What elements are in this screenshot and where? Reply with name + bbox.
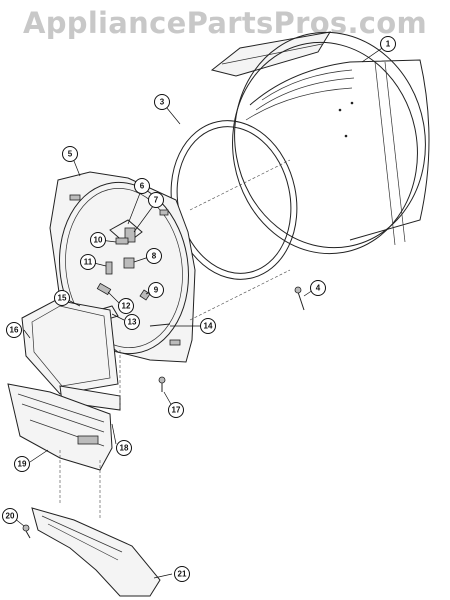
callout-19: 19 xyxy=(14,456,30,472)
callout-16: 16 xyxy=(6,322,22,338)
switch-assembly-part xyxy=(109,219,143,269)
lint-screen-part xyxy=(21,299,119,395)
callout-14: 14 xyxy=(200,318,216,334)
callout-label: 18 xyxy=(120,444,129,453)
callout-label: 3 xyxy=(160,98,165,107)
callout-6: 6 xyxy=(134,178,150,194)
callout-label: 21 xyxy=(178,570,187,579)
screw-part-20 xyxy=(22,524,31,539)
screw-part-4 xyxy=(294,286,305,311)
screws-parts xyxy=(149,323,171,392)
callout-15: 15 xyxy=(54,290,70,306)
callout-label: 6 xyxy=(140,182,145,191)
callout-label: 9 xyxy=(154,286,159,295)
callout-label: 17 xyxy=(172,406,181,415)
callout-label: 13 xyxy=(128,318,137,327)
assembly-guide-lines xyxy=(59,159,291,520)
callout-label: 11 xyxy=(84,258,93,267)
callout-17: 17 xyxy=(168,402,184,418)
callout-18: 18 xyxy=(116,440,132,456)
callout-label: 8 xyxy=(152,252,157,261)
callout-label: 12 xyxy=(122,302,131,311)
callout-label: 7 xyxy=(154,196,159,205)
exhaust-duct-part xyxy=(31,507,161,597)
callout-4: 4 xyxy=(310,280,326,296)
callout-label: 1 xyxy=(386,40,391,49)
callout-20: 20 xyxy=(2,508,18,524)
callout-10: 10 xyxy=(90,232,106,248)
callout-label: 10 xyxy=(94,236,103,245)
callout-label: 15 xyxy=(58,294,67,303)
callout-11: 11 xyxy=(80,254,96,270)
callout-label: 16 xyxy=(10,326,19,335)
drum-part xyxy=(210,31,430,255)
callout-8: 8 xyxy=(146,248,162,264)
callout-9: 9 xyxy=(148,282,164,298)
callout-label: 14 xyxy=(204,322,213,331)
callout-label: 19 xyxy=(18,460,27,469)
callout-21: 21 xyxy=(174,566,190,582)
callout-1: 1 xyxy=(380,36,396,52)
callout-label: 4 xyxy=(316,284,321,293)
callout-3: 3 xyxy=(154,94,170,110)
callout-13: 13 xyxy=(124,314,140,330)
callout-7: 7 xyxy=(148,192,164,208)
lint-duct-part xyxy=(7,383,121,471)
callout-label: 5 xyxy=(68,150,73,159)
callout-label: 20 xyxy=(6,512,15,521)
callout-5: 5 xyxy=(62,146,78,162)
callout-12: 12 xyxy=(118,298,134,314)
